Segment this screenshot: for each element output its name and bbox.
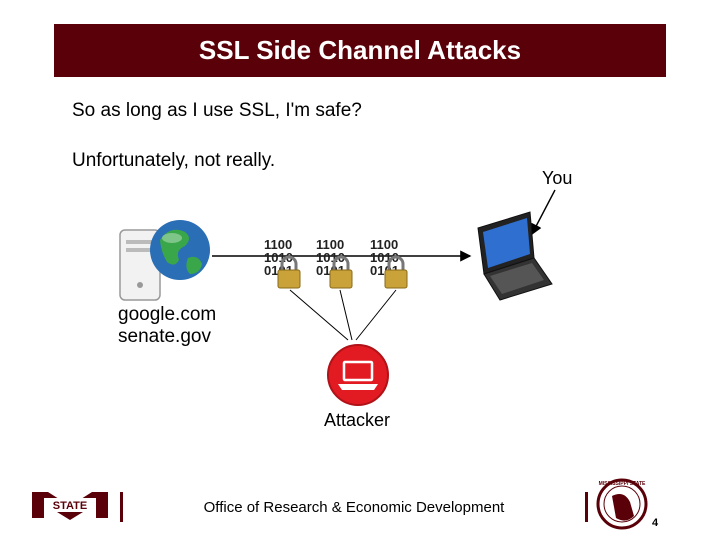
footer-text: Office of Research & Economic Developmen… [203,498,505,516]
server-icon [119,229,161,301]
svg-text:1100: 1100 [370,237,398,252]
svg-text:1010: 1010 [264,250,293,265]
footer-bar: Office of Research & Economic Developmen… [120,492,588,522]
encrypted-packet-3: 1100 1010 0101 [370,237,408,289]
answer-text: Unfortunately, not really. [72,150,276,171]
question-text: So as long as I use SSL, I'm safe? [72,100,362,121]
server-label-google: google.com [118,304,217,325]
svg-text:1010: 1010 [370,250,399,265]
lock-icon [277,255,301,289]
svg-text:1100: 1100 [264,237,292,252]
server-label-senate: senate.gov [118,326,211,347]
lock-icon [384,255,408,289]
globe-icon [150,220,210,280]
svg-text:MISSISSIPPI STATE: MISSISSIPPI STATE [599,481,646,487]
title-bar: SSL Side Channel Attacks [54,24,666,77]
slide-title: SSL Side Channel Attacks [198,35,522,65]
page-number: 4 [652,517,659,529]
svg-text:1100: 1100 [316,237,344,252]
mississippi-state-seal: MISSISSIPPI STATE [596,478,648,530]
msu-state-logo: STATE [32,492,108,520]
svg-text:STATE: STATE [53,500,87,512]
you-label: You [542,168,573,188]
sniff-line-1 [289,289,349,341]
you-arrow [531,189,556,236]
server-labels: google.com senate.gov [118,304,216,348]
attacker-label: Attacker [324,410,391,430]
laptop-icon [477,211,553,301]
svg-text:1010: 1010 [316,250,345,265]
lock-icon [329,255,353,289]
encrypted-packet-1: 1100 1010 0101 [264,237,301,289]
sniff-line-3 [355,289,397,341]
encrypted-packet-2: 1100 1010 0101 [316,237,353,289]
attacker-icon [327,344,389,406]
sniff-line-2 [339,289,353,341]
